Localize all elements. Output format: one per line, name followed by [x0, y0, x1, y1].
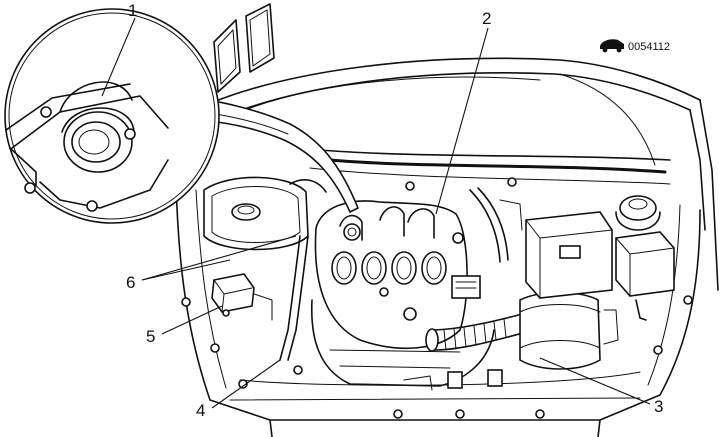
relay-box — [211, 273, 273, 321]
callout-number-6: 6 — [126, 273, 135, 292]
firewall-hoses — [405, 177, 523, 263]
callout-6: 6 — [126, 235, 297, 292]
callout-3: 3 — [539, 357, 663, 416]
callout-number-1: 1 — [128, 1, 137, 20]
cowl-crossbar — [309, 149, 671, 185]
engine-block — [310, 275, 495, 387]
reference-badge: 0054112 — [600, 39, 670, 53]
detail-inset — [4, 8, 360, 224]
callout-1: 1 — [101, 1, 137, 97]
callout-5: 5 — [146, 305, 223, 346]
lower-front-components — [403, 369, 503, 391]
callout-number-5: 5 — [146, 327, 155, 346]
brake-fluid-reservoir — [615, 195, 661, 231]
coolant-expansion-tank — [203, 176, 327, 251]
reference-code: 0054112 — [628, 41, 670, 53]
battery — [525, 211, 613, 299]
ecu-box — [615, 231, 675, 321]
callout-4: 4 — [196, 359, 281, 420]
callout-number-2: 2 — [482, 9, 491, 28]
callout-number-3: 3 — [654, 397, 663, 416]
camera-car-icon — [600, 39, 624, 53]
front-panel-bolts — [181, 295, 693, 419]
air-filter-housing — [519, 291, 619, 370]
callout-number-4: 4 — [196, 401, 205, 420]
coolant-hose — [279, 235, 309, 361]
intake-manifold-cover — [314, 200, 468, 350]
hood-window-right — [245, 3, 275, 73]
engine-bay-frame — [175, 179, 701, 437]
callout-2: 2 — [435, 9, 491, 215]
hood-window-left — [213, 19, 241, 93]
raised-hood — [179, 57, 719, 291]
